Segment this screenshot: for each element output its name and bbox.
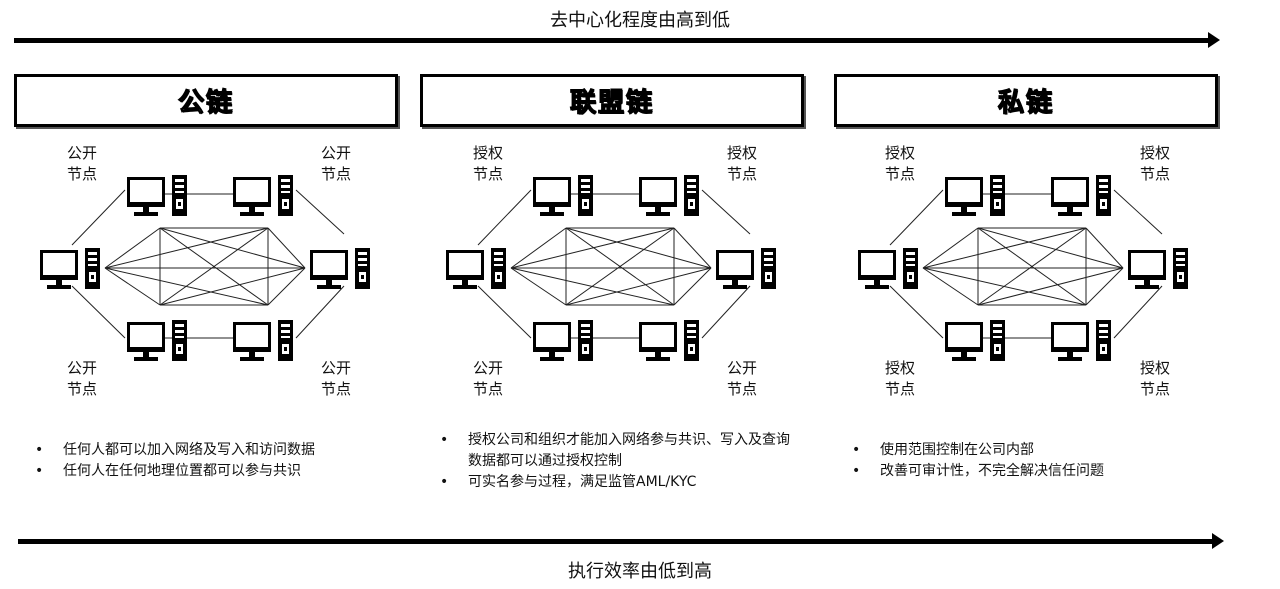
panel-public-label-bottom-right: 公开节点 <box>320 359 351 398</box>
panel-consortium-label-top-right: 授权节点 <box>726 144 757 183</box>
computer-icon <box>310 248 370 289</box>
computer-icon <box>945 175 1005 216</box>
connection-line <box>510 227 675 269</box>
computer-icon <box>533 175 593 216</box>
connection-line <box>267 267 306 306</box>
panel-public-header: 公链 <box>14 74 398 127</box>
panel-consortium-header: 联盟链 <box>420 74 804 127</box>
connection-line <box>701 285 751 339</box>
panel-public-bullet: 任何人都可以加入网络及写入和访问数据 <box>35 440 395 461</box>
connection-line <box>295 285 345 339</box>
connection-line <box>510 267 567 306</box>
connection-line <box>477 189 532 246</box>
computer-icon <box>40 248 100 289</box>
panel-private-label-top-right: 授权节点 <box>1139 144 1170 183</box>
panel-consortium-label-bottom-left: 公开节点 <box>472 359 503 398</box>
computer-icon <box>533 320 593 361</box>
connection-line <box>565 227 712 269</box>
computer-icon <box>639 320 699 361</box>
connection-line <box>477 285 532 339</box>
connection-line <box>510 227 567 269</box>
panel-private-bullet: 改善可审计性，不完全解决信任问题 <box>852 461 1222 482</box>
node-network <box>40 175 370 361</box>
panel-private-title: 私链 <box>997 87 1054 118</box>
panel-private-header: 私链 <box>834 74 1218 127</box>
panel-consortium-bullets: 授权公司和组织才能加入网络参与共识、写入及查询数据都可以通过授权控制 可实名参与… <box>440 430 800 493</box>
connection-line <box>673 267 712 306</box>
panel-consortium-bullet: 可实名参与过程，满足监管AML/KYC <box>440 472 800 493</box>
panel-private-label-bottom-left: 授权节点 <box>884 359 915 398</box>
panel-private-bullets: 使用范围控制在公司内部 改善可审计性，不完全解决信任问题 <box>852 440 1222 482</box>
computer-icon <box>639 175 699 216</box>
computer-icon <box>945 320 1005 361</box>
panel-public-label-top-left: 公开节点 <box>66 144 97 183</box>
connection-line <box>673 227 712 269</box>
efficiency-caption: 执行效率由低到高 <box>568 561 712 582</box>
connection-line <box>159 227 269 306</box>
panel-consortium-bullet: 授权公司和组织才能加入网络参与共识、写入及查询数据都可以通过授权控制 <box>440 430 800 472</box>
connection-line <box>510 267 675 306</box>
computer-icon <box>858 248 918 289</box>
efficiency-arrow-head-icon <box>1212 533 1224 549</box>
panel-private-label-top-left: 授权节点 <box>884 144 915 183</box>
connection-line <box>1085 267 1124 306</box>
connection-line <box>159 227 306 269</box>
connection-line <box>104 267 269 306</box>
panel-consortium-label-top-left: 授权节点 <box>472 144 503 183</box>
connection-line <box>565 227 675 306</box>
decentralization-arrow-line <box>14 38 1210 43</box>
computer-icon <box>1128 248 1188 289</box>
computer-icon <box>127 175 187 216</box>
panel-public-bullet: 任何人在任何地理位置都可以参与共识 <box>35 461 395 482</box>
connection-line <box>977 227 1087 306</box>
connection-line <box>267 227 306 269</box>
connection-line <box>977 227 1124 269</box>
connection-line <box>922 227 979 269</box>
connection-line <box>104 267 161 306</box>
connection-line <box>889 189 944 246</box>
efficiency-arrow-line <box>18 539 1214 544</box>
panel-public-bullets: 任何人都可以加入网络及写入和访问数据 任何人在任何地理位置都可以参与共识 <box>35 440 395 482</box>
connection-line <box>922 267 979 306</box>
connection-line <box>295 189 345 235</box>
computer-icon <box>446 248 506 289</box>
computer-icon <box>233 320 293 361</box>
connection-line <box>889 285 944 339</box>
panel-private-label-bottom-right: 授权节点 <box>1139 359 1170 398</box>
computer-icon <box>127 320 187 361</box>
connection-line <box>565 267 712 306</box>
connection-line <box>104 227 161 269</box>
connection-line <box>71 189 126 246</box>
panel-public-label-bottom-left: 公开节点 <box>66 359 97 398</box>
panel-private-bullet: 使用范围控制在公司内部 <box>852 440 1222 461</box>
connection-line <box>159 267 306 306</box>
panel-consortium-label-bottom-right: 公开节点 <box>726 359 757 398</box>
decentralization-caption: 去中心化程度由高到低 <box>550 10 730 31</box>
connection-line <box>1085 227 1124 269</box>
computer-icon <box>233 175 293 216</box>
node-network <box>446 175 776 361</box>
connection-line <box>71 285 126 339</box>
node-network <box>858 175 1188 361</box>
computer-icon <box>716 248 776 289</box>
panel-public-title: 公链 <box>177 87 234 118</box>
connection-line <box>922 227 1087 269</box>
connection-line <box>1113 189 1163 235</box>
decentralization-arrow-head-icon <box>1208 32 1220 48</box>
panel-public-label-top-right: 公开节点 <box>320 144 351 183</box>
panel-consortium-title: 联盟链 <box>569 87 654 118</box>
connection-line <box>1113 285 1163 339</box>
connection-line <box>922 267 1087 306</box>
connection-line <box>977 267 1124 306</box>
connection-line <box>104 227 269 269</box>
computer-icon <box>1051 175 1111 216</box>
connection-line <box>701 189 751 235</box>
computer-icon <box>1051 320 1111 361</box>
